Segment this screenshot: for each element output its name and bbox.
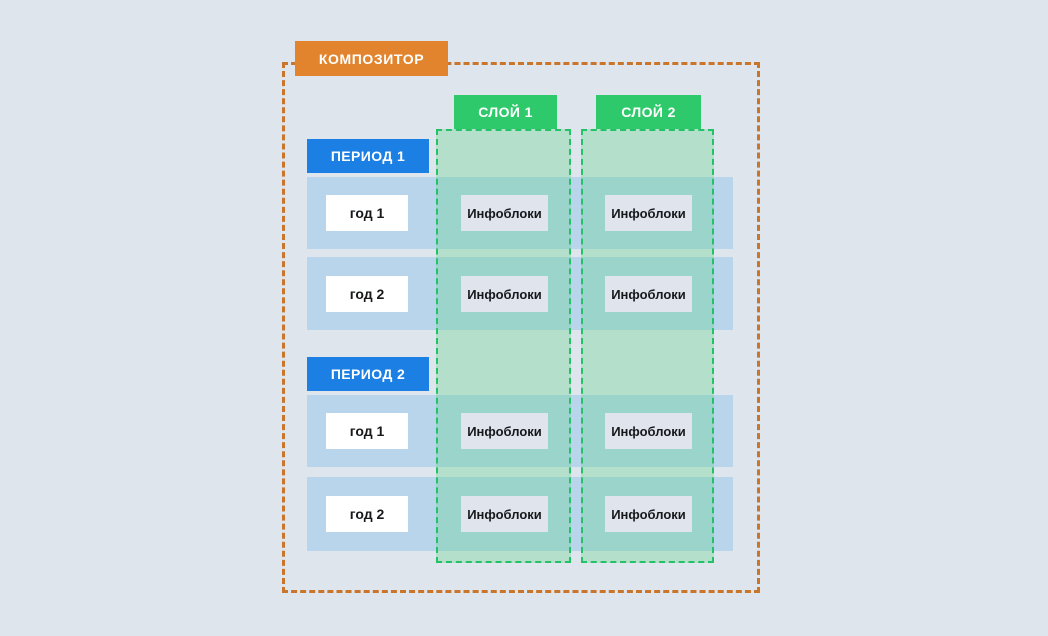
period1-year1-box: год 1 bbox=[326, 195, 408, 231]
period2-year1-box: год 1 bbox=[326, 413, 408, 449]
compositor-frame bbox=[282, 62, 760, 593]
layer-1-label: СЛОЙ 1 bbox=[454, 95, 557, 129]
infoblock-cell-p2y1-l1: Инфоблоки bbox=[461, 413, 548, 449]
infoblock-cell-p2y2-l1: Инфоблоки bbox=[461, 496, 548, 532]
compositor-title: КОМПОЗИТОР bbox=[295, 41, 448, 76]
period-2-header: ПЕРИОД 2 bbox=[307, 357, 429, 391]
infoblock-cell-p1y2-l1: Инфоблоки bbox=[461, 276, 548, 312]
infoblock-cell-p2y2-l2: Инфоблоки bbox=[605, 496, 692, 532]
infoblock-cell-p1y1-l1: Инфоблоки bbox=[461, 195, 548, 231]
period2-year2-box: год 2 bbox=[326, 496, 408, 532]
period-1-header: ПЕРИОД 1 bbox=[307, 139, 429, 173]
infoblock-cell-p1y2-l2: Инфоблоки bbox=[605, 276, 692, 312]
infoblock-cell-p1y1-l2: Инфоблоки bbox=[605, 195, 692, 231]
layer-2-label: СЛОЙ 2 bbox=[596, 95, 701, 129]
infoblock-cell-p2y1-l2: Инфоблоки bbox=[605, 413, 692, 449]
period1-year2-box: год 2 bbox=[326, 276, 408, 312]
